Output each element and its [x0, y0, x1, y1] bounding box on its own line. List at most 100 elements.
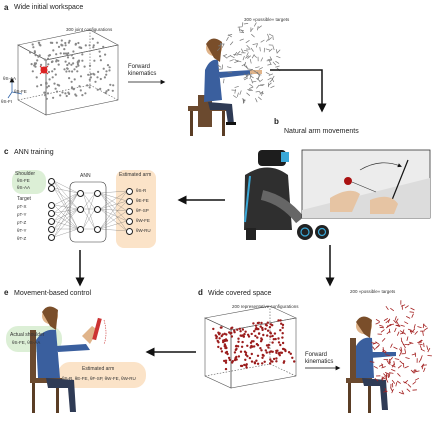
target-marker [247, 55, 251, 59]
est-var-0: θS-R [136, 188, 147, 193]
target-marker [404, 379, 409, 384]
cloud-point [78, 46, 81, 49]
target-marker [394, 316, 397, 321]
shoulder-var-1: θS-AA [17, 185, 31, 190]
target-marker [397, 373, 401, 377]
cloud-point [109, 83, 112, 86]
ann-edge [99, 192, 128, 232]
target-marker [255, 98, 258, 103]
target-marker [249, 83, 254, 87]
cloud-point [220, 350, 224, 353]
cloud-point [47, 70, 51, 74]
ann-edge [99, 192, 128, 202]
ann-edge [82, 192, 96, 230]
cloud-point [77, 59, 81, 62]
cloud-point [89, 73, 92, 76]
target-marker [240, 48, 244, 53]
target-marker [385, 319, 390, 324]
cloud-point [103, 76, 106, 79]
target-marker [240, 29, 245, 33]
person-e [30, 306, 107, 413]
cloud-point [253, 330, 256, 333]
cloud-point [84, 92, 87, 95]
ann-edge [53, 180, 79, 194]
ann-edge [99, 192, 128, 212]
ann-edge [53, 192, 79, 222]
cloud-point [80, 46, 83, 50]
target-marker [419, 345, 423, 350]
cloud-point [51, 76, 54, 79]
target-marker [405, 357, 410, 359]
target-marker [401, 390, 405, 395]
target-marker [256, 78, 261, 82]
target-marker [249, 59, 252, 64]
estimated-arm-label: Estimated arm [119, 172, 152, 178]
target-marker [417, 326, 422, 329]
cloud-point [47, 63, 50, 66]
target-marker [259, 92, 264, 94]
cloud-point [104, 91, 107, 95]
target-marker [406, 336, 409, 341]
target-marker [223, 78, 225, 84]
cloud-point [77, 41, 80, 45]
cloud-point [87, 73, 90, 76]
cloud-point [66, 56, 70, 59]
ann-edge [53, 220, 79, 230]
cloud-point [105, 70, 108, 73]
target-marker [236, 92, 239, 97]
ann-edge [53, 192, 79, 206]
target-marker [268, 73, 274, 76]
target-marker [385, 354, 390, 357]
target-marker [393, 319, 397, 324]
input-node [48, 185, 55, 192]
target-marker [381, 363, 384, 368]
ann-edge [53, 187, 79, 194]
panel-c-title: ANN training [14, 149, 54, 156]
target-marker [372, 346, 376, 351]
est-var-3: θW-FE [136, 218, 150, 223]
cloud-point [271, 341, 274, 344]
cloud-point [263, 360, 266, 363]
cloud-point [92, 46, 95, 49]
cloud-point [230, 335, 234, 338]
cloud-point [54, 87, 57, 90]
cloud-point [47, 54, 50, 57]
cloud-point [106, 64, 110, 67]
cloud-point [250, 360, 254, 363]
cloud-point [257, 332, 261, 335]
target-marker [395, 381, 398, 387]
cloud-point [74, 43, 77, 46]
cloud-point [269, 335, 272, 338]
cloud-point [92, 72, 95, 75]
target-marker [251, 79, 253, 84]
cloud-point [279, 343, 282, 347]
estimated-arm-label-e: Estimated arm [82, 366, 115, 372]
cloud-point [222, 339, 225, 342]
target-marker [241, 98, 246, 102]
target-marker [386, 325, 392, 327]
cloud-point [219, 347, 223, 350]
cloud-point [64, 92, 67, 95]
cloud-point [29, 51, 32, 54]
target-marker [257, 75, 260, 80]
ann-edge [99, 190, 128, 194]
cloud-point [239, 350, 243, 353]
target-marker [404, 305, 409, 309]
panel-d-targets-label: 200 «possible» targets [350, 289, 396, 294]
panel-d-title: Wide covered space [208, 290, 272, 297]
target-marker [379, 326, 385, 329]
cloud-point [66, 67, 69, 70]
cloud-point [265, 324, 268, 327]
cloud-point [52, 49, 55, 52]
cloud-point [70, 80, 73, 83]
cloud-point [96, 88, 99, 91]
cloud-point [112, 84, 115, 87]
target-marker [385, 378, 389, 383]
axis-label-fi: θS-FI [1, 99, 13, 104]
target-marker [409, 329, 412, 334]
target-marker [249, 74, 252, 80]
cloud-point [36, 59, 39, 62]
cloud-point [281, 323, 285, 327]
cloud-point [277, 352, 280, 355]
target-marker [393, 346, 398, 350]
